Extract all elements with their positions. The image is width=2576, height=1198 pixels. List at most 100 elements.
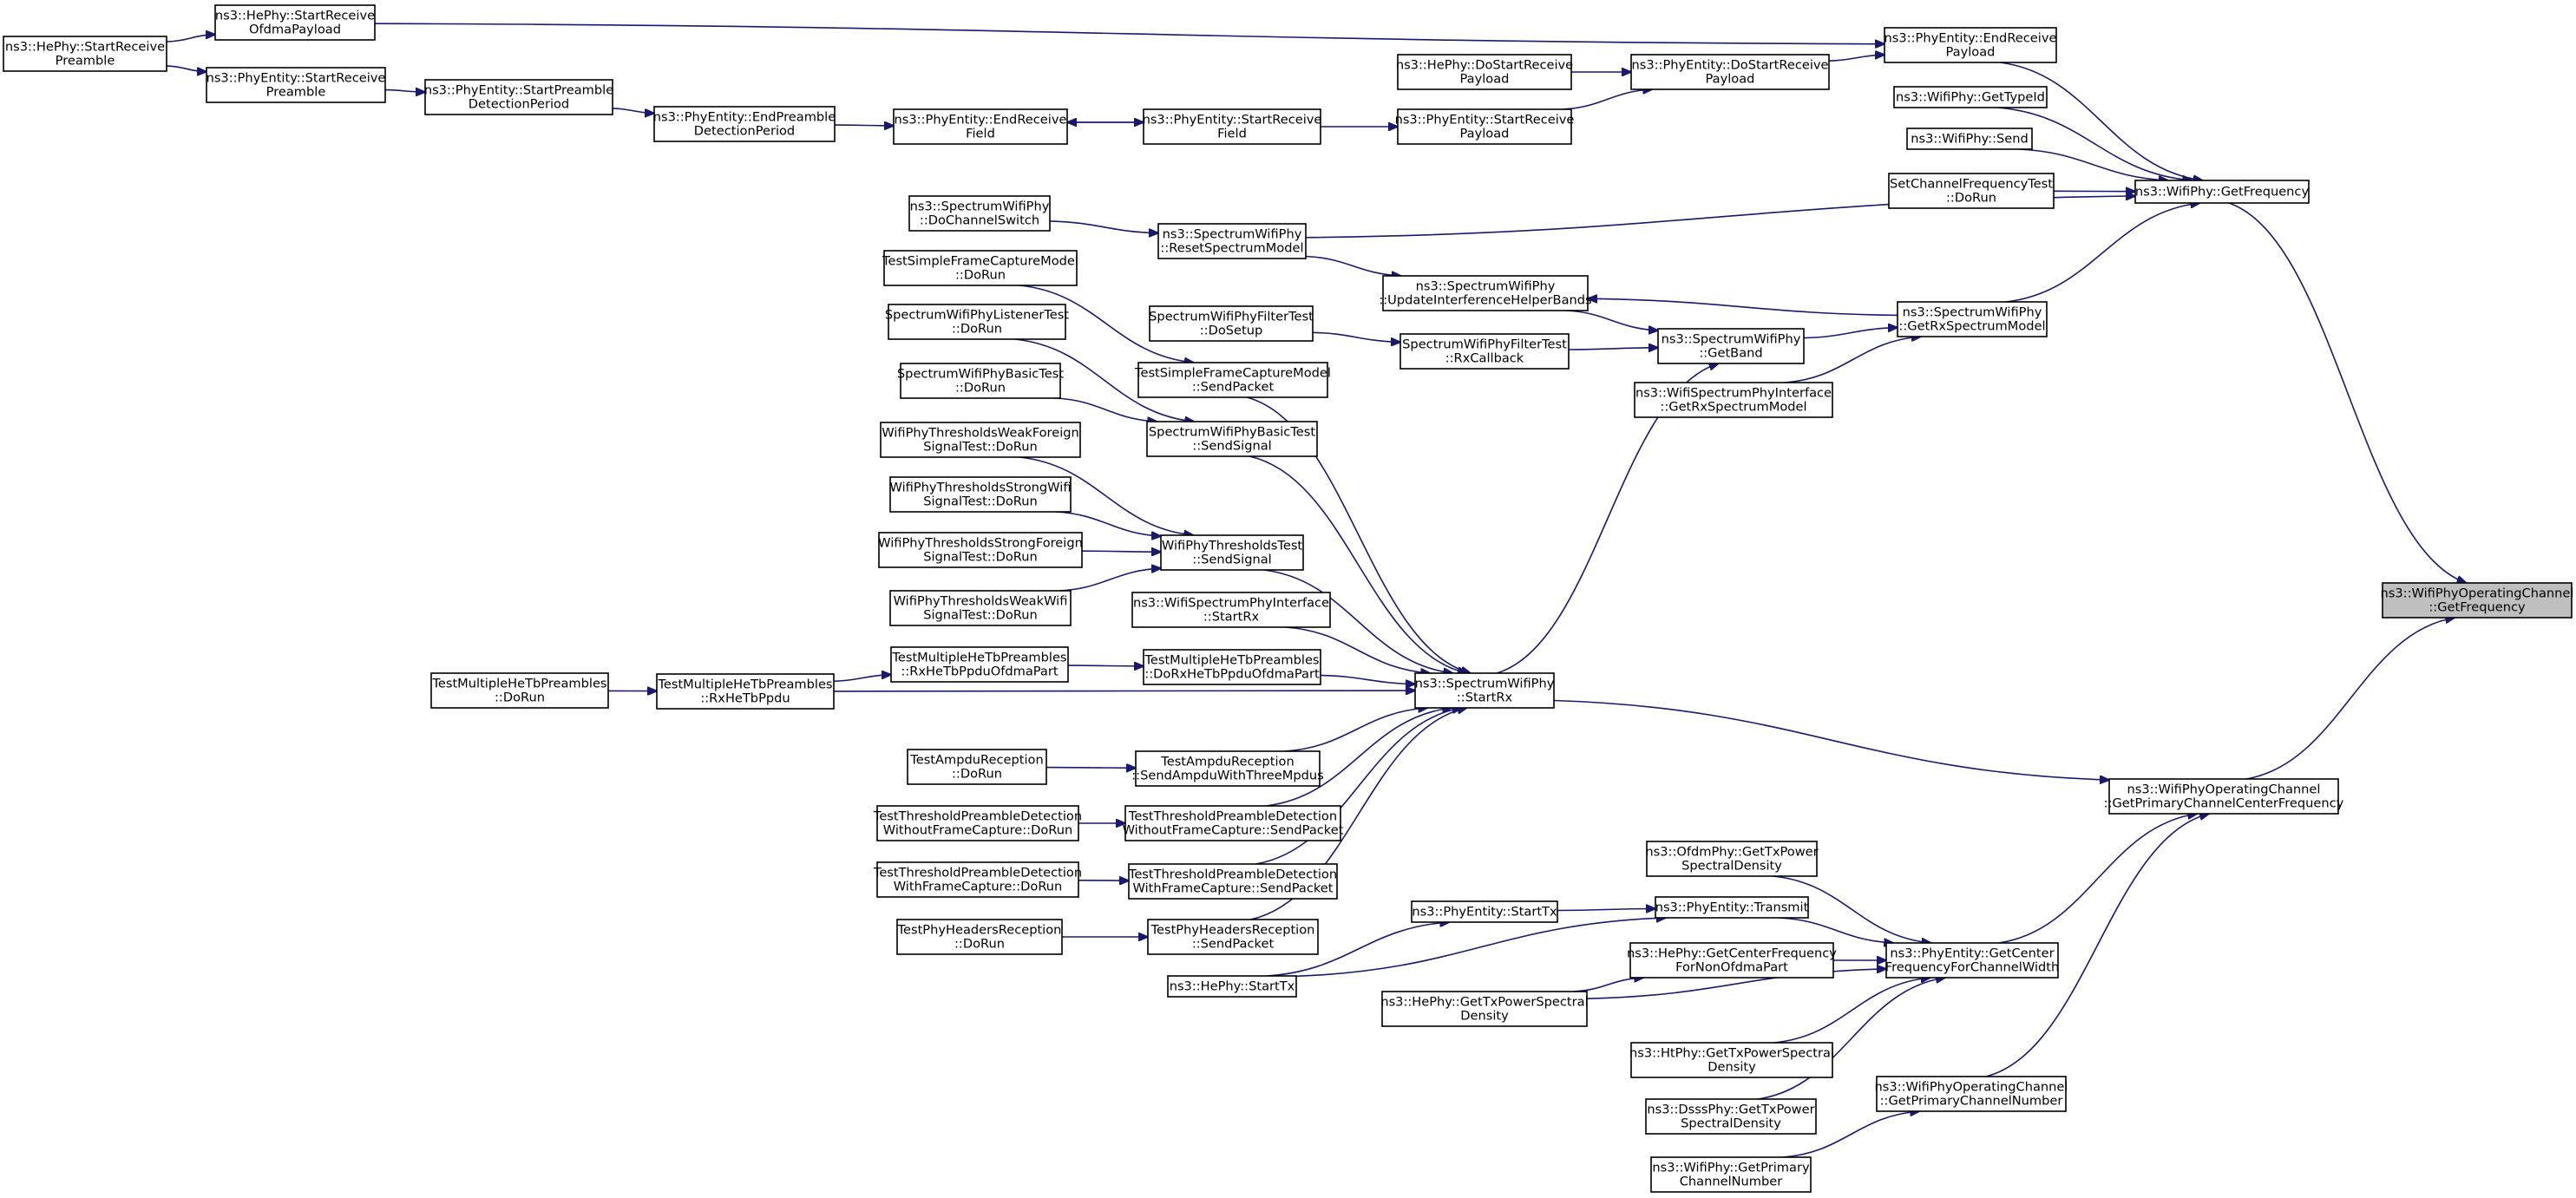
node-box[interactable] — [1135, 750, 1321, 787]
node-ampdu-send[interactable]: TestAmpduReception::SendAmpduWithThreeMp… — [1131, 750, 1324, 787]
node-box[interactable] — [1876, 1076, 2067, 1112]
node-box[interactable] — [1147, 919, 1319, 955]
node-box[interactable] — [896, 919, 1063, 955]
node-box[interactable] — [878, 532, 1083, 568]
node-box[interactable] — [1128, 863, 1338, 900]
node-box[interactable] — [1381, 991, 1588, 1027]
node-thr-weakforeign[interactable]: WifiPhyThresholdsWeakForeignSignalTest::… — [880, 422, 1081, 458]
node-box[interactable] — [900, 363, 1061, 399]
node-tpd-wo-send[interactable]: TestThresholdPreambleDetectionWithoutFra… — [1123, 805, 1344, 841]
node-startpreambledet[interactable]: ns3::PhyEntity::StartPreambleDetectionPe… — [424, 79, 613, 115]
node-mhe-dorxofdma[interactable]: TestMultipleHeTbPreambles::DoRxHeTbPpduO… — [1143, 649, 1321, 685]
node-tpd-w-dorun[interactable]: TestThresholdPreambleDetectionWithFrameC… — [873, 861, 1082, 898]
node-box[interactable] — [1124, 805, 1341, 841]
node-box[interactable] — [1634, 382, 1833, 418]
node-box[interactable] — [1630, 1042, 1833, 1078]
node-box[interactable] — [2108, 778, 2339, 815]
node-phyent-starttx[interactable]: ns3::PhyEntity::StartTx — [1411, 900, 1558, 923]
node-box[interactable] — [1143, 649, 1321, 685]
node-box[interactable] — [1645, 1098, 1817, 1135]
node-box[interactable] — [1167, 975, 1297, 998]
node-box[interactable] — [1160, 534, 1304, 571]
node-send[interactable]: ns3::WifiPhy::Send — [1906, 128, 2033, 150]
node-getband[interactable]: ns3::SpectrumWifiPhy::GetBand — [1657, 328, 1805, 364]
node-getcenterfreq-opch[interactable]: ns3::WifiPhyOperatingChannel::GetFrequen… — [2381, 582, 2574, 619]
node-wifiphy-getprimchnum[interactable]: ns3::WifiPhy::GetPrimaryChannelNumber — [1650, 1156, 1812, 1193]
node-box[interactable] — [1893, 86, 2048, 108]
node-box[interactable] — [1397, 108, 1572, 145]
node-dochswitch[interactable]: ns3::SpectrumWifiPhy::DoChannelSwitch — [908, 195, 1051, 232]
node-box[interactable] — [1146, 421, 1318, 457]
node-box[interactable] — [2382, 582, 2573, 619]
node-wifispecgetrx[interactable]: ns3::WifiSpectrumPhyInterface::GetRxSpec… — [1634, 382, 1833, 418]
node-box[interactable] — [214, 4, 376, 41]
node-box[interactable] — [880, 422, 1081, 458]
node-box[interactable] — [656, 673, 835, 710]
node-box[interactable] — [1646, 841, 1818, 877]
node-setchfreq[interactable]: SetChannelFrequencyTest::DoRun — [1888, 173, 2055, 209]
node-hdr-send[interactable]: TestPhyHeadersReception::SendPacket — [1147, 919, 1319, 955]
node-thr-strongwifi[interactable]: WifiPhyThresholdsStrongWifiSignalTest::D… — [889, 476, 1072, 513]
node-box[interactable] — [889, 590, 1072, 626]
node-box[interactable] — [1650, 1156, 1812, 1193]
node-box[interactable] — [1157, 223, 1307, 259]
node-box[interactable] — [1382, 275, 1589, 311]
node-box[interactable] — [883, 250, 1078, 286]
node-box[interactable] — [1657, 328, 1805, 364]
node-mhe-rxofdma[interactable]: TestMultipleHeTbPreambles::RxHeTbPpduOfd… — [890, 646, 1069, 683]
node-box[interactable] — [1630, 54, 1830, 90]
node-box[interactable] — [424, 79, 613, 115]
node-box[interactable] — [889, 476, 1072, 513]
node-startrx[interactable]: ns3::SpectrumWifiPhy::StartRx — [1414, 672, 1555, 709]
node-box[interactable] — [890, 646, 1069, 683]
node-box[interactable] — [1629, 942, 1834, 979]
node-box[interactable] — [1131, 592, 1331, 628]
node-box[interactable] — [1655, 896, 1809, 919]
node-resetspec[interactable]: ns3::SpectrumWifiPhy::ResetSpectrumModel — [1157, 223, 1307, 259]
node-box[interactable] — [1137, 362, 1328, 398]
node-phyent-transmit[interactable]: ns3::PhyEntity::Transmit — [1655, 896, 1809, 919]
node-tsfc-dorun[interactable]: TestSimpleFrameCaptureModel::DoRun — [882, 250, 1078, 286]
node-basic-send[interactable]: SpectrumWifiPhyBasicTest::SendSignal — [1146, 421, 1318, 457]
node-box[interactable] — [430, 672, 609, 709]
node-box[interactable] — [888, 304, 1066, 340]
node-box[interactable] — [1897, 301, 2048, 337]
node-tsfc-send[interactable]: TestSimpleFrameCaptureModel::SendPacket — [1134, 362, 1331, 398]
node-box[interactable] — [206, 67, 386, 103]
node-listener[interactable]: SpectrumWifiPhyListenerTest::DoRun — [885, 304, 1069, 340]
node-box[interactable] — [907, 749, 1047, 785]
node-tpd-w-send[interactable]: TestThresholdPreambleDetectionWithFrameC… — [1128, 863, 1338, 900]
node-box[interactable] — [1143, 108, 1321, 145]
node-box[interactable] — [1884, 27, 2057, 63]
node-mhe-rxhetb[interactable]: TestMultipleHeTbPreambles::RxHeTbPpdu — [656, 673, 835, 710]
node-he-starttx[interactable]: ns3::HePhy::StartTx — [1167, 975, 1297, 998]
node-box[interactable] — [1906, 128, 2033, 150]
node-box[interactable] — [1399, 333, 1570, 370]
node-box[interactable] — [876, 805, 1079, 841]
node-hdr-dorun[interactable]: TestPhyHeadersReception::DoRun — [896, 919, 1063, 955]
node-box[interactable] — [1888, 173, 2055, 209]
node-mhe-dorun[interactable]: TestMultipleHeTbPreambles::DoRun — [430, 672, 609, 709]
node-rxcallback[interactable]: SpectrumWifiPhyFilterTest::RxCallback — [1399, 333, 1570, 370]
node-basic-dorun[interactable]: SpectrumWifiPhyBasicTest::DoRun — [897, 363, 1064, 399]
node-endpreambledet[interactable]: ns3::PhyEntity::EndPreambleDetectionPeri… — [653, 106, 836, 142]
node-getprimcenter[interactable]: ns3::WifiPhyOperatingChannel::GetPrimary… — [2104, 778, 2344, 815]
node-box[interactable] — [2134, 180, 2310, 204]
node-thr-send[interactable]: WifiPhyThresholdsTest::SendSignal — [1160, 534, 1304, 571]
node-phyent-getcf[interactable]: ns3::PhyEntity::GetCenterFrequencyForCha… — [1885, 942, 2060, 979]
node-box[interactable] — [1397, 54, 1572, 90]
node-box[interactable] — [3, 36, 167, 72]
node-box[interactable] — [908, 195, 1051, 232]
